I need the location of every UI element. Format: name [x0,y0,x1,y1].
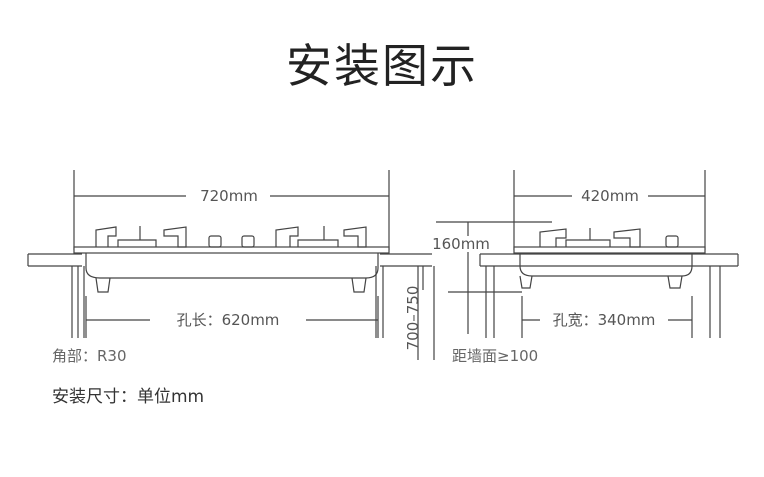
right-wall-distance-note: 距墙面≥100 [452,347,539,365]
right-height-label: 160mm [432,235,490,253]
left-knob-2 [241,235,255,248]
left-hob-plate [73,246,390,254]
right-burner-a [539,228,567,247]
left-burner-2a [275,226,299,247]
left-total-width-label: 720mm [200,187,258,205]
right-hob-plate [513,246,706,254]
right-hob-foot-right [667,275,683,289]
right-knob [665,235,679,248]
page-title: 安装图示 [286,39,478,93]
left-hob-foot-left [95,277,111,293]
left-burner-1b [163,226,187,248]
left-burner-2b [343,226,367,248]
left-hob-body [85,253,379,279]
left-height-range-label: 700–750 [404,286,422,351]
unit-note: 安装尺寸：单位mm [52,387,205,407]
left-burner-1a [95,226,117,247]
right-hole-width-label: 孔宽：340mm [553,311,656,329]
left-hole-length-label: 孔长：620mm [177,311,280,329]
right-total-width-label: 420mm [581,187,639,205]
right-hob-body [519,253,693,277]
right-burner-b [613,228,641,248]
left-corner-radius-note: 角部：R30 [52,347,127,365]
left-hob-foot-right [351,277,367,293]
left-knob-1 [208,235,222,248]
right-hob-foot-left [519,275,533,289]
